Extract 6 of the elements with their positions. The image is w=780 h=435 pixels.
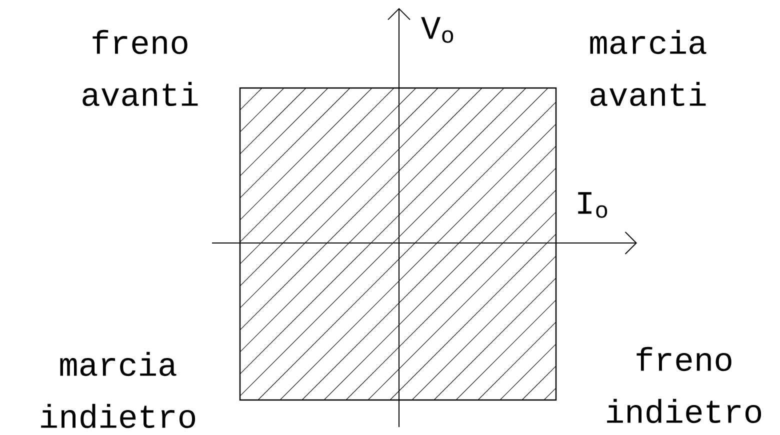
axis-label: V$_{o}$: [421, 17, 454, 43]
axis-label: I$_{o}$: [578, 192, 608, 218]
quadrant-label: marcia avanti: [590, 30, 706, 106]
quadrant-label: marcia indietro: [41, 352, 196, 428]
quadrant-label: freno indietro: [607, 346, 762, 424]
quadrant-label: freno avanti: [82, 30, 198, 106]
